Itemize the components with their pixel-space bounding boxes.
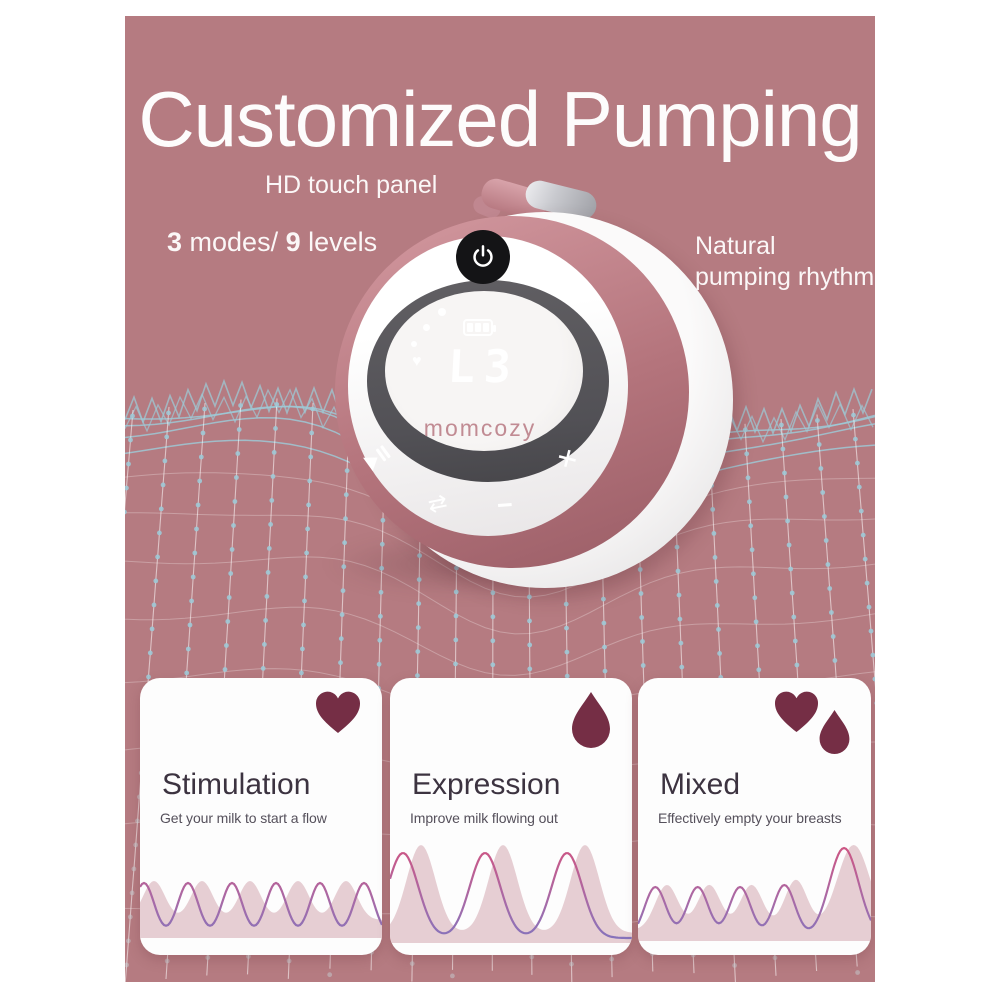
natural-line2: pumping rhythm (695, 263, 875, 291)
feature-modes-levels: 3 modes/ 9 levels (167, 227, 377, 258)
modes-text: modes/ (182, 227, 286, 257)
heart-icon (315, 691, 361, 733)
display-heart-icon: ♥ (412, 353, 422, 370)
page-title: Customized Pumping (138, 75, 862, 163)
power-button (456, 230, 510, 284)
card-desc: Effectively empty your breasts (658, 810, 842, 826)
brand-logo: momcozy (423, 415, 537, 441)
levels-text: levels (300, 227, 378, 257)
card-desc: Improve milk flowing out (410, 810, 558, 826)
feature-natural-rhythm: Natural pumping rhythm (695, 231, 874, 293)
drop-icon (572, 692, 610, 748)
card-icons (314, 690, 362, 735)
mode-card-mixed: Mixed Effectively empty your breasts (638, 678, 871, 955)
minus-icon: − (495, 489, 514, 521)
power-icon (473, 245, 493, 267)
play-pause-icon (360, 440, 399, 478)
card-icons (773, 690, 851, 758)
drop-icon (819, 710, 850, 754)
modes-count: 3 (167, 227, 183, 257)
mode-card-stimulation: Stimulation Get your milk to start a flo… (140, 678, 382, 955)
display-level: L3 (446, 340, 522, 393)
card-title: Mixed (660, 768, 741, 801)
display-dot-1 (438, 308, 446, 316)
mixed-wave-chart (638, 845, 871, 941)
stimulation-wave-chart (140, 881, 382, 938)
heart-icon (774, 691, 819, 733)
card-title: Stimulation (162, 768, 311, 801)
display-dot-2 (423, 324, 430, 331)
card-icons (570, 690, 612, 750)
feature-hd-touch-panel: HD touch panel (265, 171, 438, 199)
card-title: Expression (412, 768, 561, 801)
expression-wave-chart (390, 845, 632, 943)
battery-icon (463, 319, 496, 336)
display-dot-3 (411, 341, 417, 347)
natural-line1: Natural (695, 232, 776, 260)
levels-count: 9 (285, 227, 301, 257)
card-desc: Get your milk to start a flow (160, 810, 327, 826)
mode-card-expression: Expression Improve milk flowing out (390, 678, 632, 955)
pink-panel: Customized Pumping HD touch panel 3 mode… (125, 16, 875, 982)
pump-display (385, 291, 583, 451)
